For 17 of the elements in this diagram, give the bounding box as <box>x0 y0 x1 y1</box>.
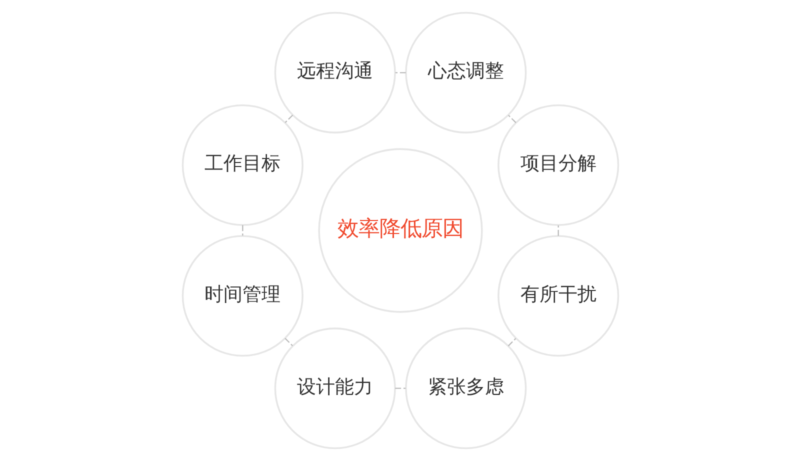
node-circle: 心态调整 <box>404 12 526 134</box>
node-circle: 效率降低原因 <box>318 148 482 313</box>
connector <box>394 388 406 389</box>
node-circle: 设计能力 <box>274 328 396 450</box>
connector <box>242 225 243 236</box>
node-circle: 时间管理 <box>181 235 303 357</box>
connector <box>284 114 293 123</box>
connector <box>507 338 516 346</box>
connector <box>284 338 292 346</box>
node-circle: 紧张多虑 <box>404 328 526 450</box>
connector <box>557 225 558 236</box>
node-circle: 项目分解 <box>497 104 619 226</box>
node-circle: 工作目标 <box>181 104 303 226</box>
node-circle: 远程沟通 <box>274 12 396 134</box>
connector <box>508 114 516 124</box>
node-circle: 有所干扰 <box>497 235 619 357</box>
connector <box>394 72 406 74</box>
